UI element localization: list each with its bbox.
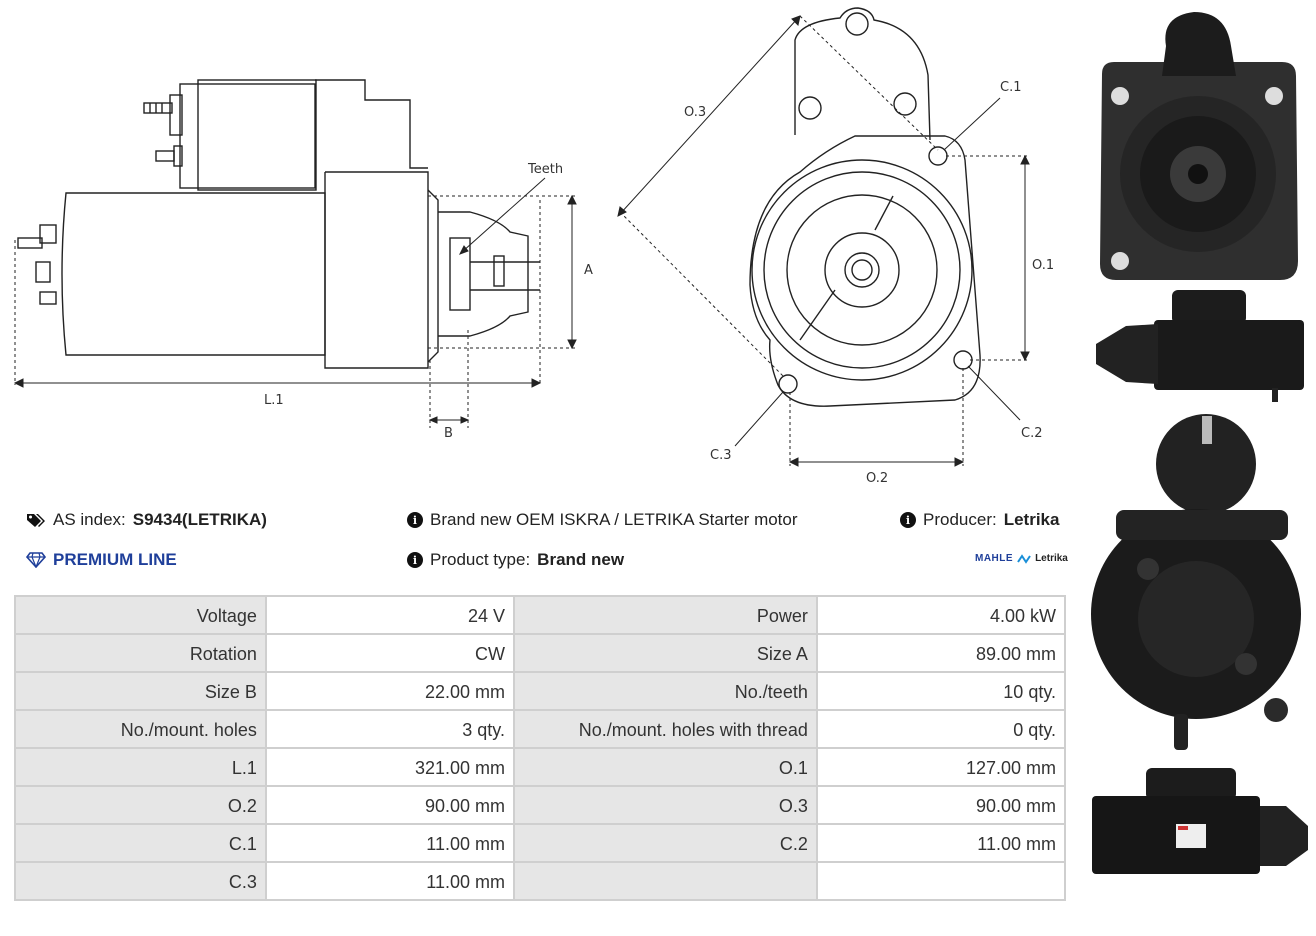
dim-l1-label: L.1 — [264, 393, 284, 408]
as-index-value: S9434(LETRIKA) — [132, 510, 267, 529]
product-photo-rear — [1091, 414, 1301, 750]
spec-key: Power — [514, 597, 816, 633]
front-view-drawing: O.3 C.1 O.1 C.2 C.3 O.2 — [617, 7, 1054, 486]
spec-value — [817, 863, 1064, 899]
dim-a-label: A — [584, 263, 593, 278]
product-type-label: Product type: — [430, 550, 531, 569]
info-circle-icon: i — [900, 512, 916, 528]
spec-value: CW — [266, 635, 513, 671]
spec-key: L.1 — [16, 749, 265, 785]
dim-o1-label: O.1 — [1032, 258, 1054, 273]
product-photo-front — [1100, 12, 1298, 280]
spec-value: 127.00 mm — [817, 749, 1064, 785]
dim-o3-label: O.3 — [684, 105, 706, 120]
spec-key: O.1 — [514, 749, 816, 785]
spec-value: 11.00 mm — [266, 825, 513, 861]
premium-line-badge: PREMIUM LINE — [26, 550, 177, 570]
spec-key: O.2 — [16, 787, 265, 823]
product-photo-side-2 — [1092, 768, 1308, 874]
product-photo-side — [1096, 290, 1304, 402]
tags-icon — [27, 514, 45, 527]
spec-value: 10 qty. — [817, 673, 1064, 709]
spec-value: 89.00 mm — [817, 635, 1064, 671]
spec-value: 11.00 mm — [817, 825, 1064, 861]
diamond-icon — [26, 552, 46, 568]
producer-label: Producer: — [923, 510, 997, 529]
spec-key: No./teeth — [514, 673, 816, 709]
spec-value: 11.00 mm — [266, 863, 513, 899]
product-type-value: Brand new — [537, 550, 625, 569]
dim-c3-label: C.3 — [710, 448, 731, 463]
brand-logo-mahle: MAHLE — [975, 553, 1014, 564]
spec-key: C.3 — [16, 863, 265, 899]
brand-logo: MAHLE Letrika — [975, 553, 1068, 564]
info-circle-icon: i — [407, 512, 423, 528]
spec-value: 321.00 mm — [266, 749, 513, 785]
spec-value: 22.00 mm — [266, 673, 513, 709]
dim-o2-label: O.2 — [866, 471, 888, 486]
as-index-label: AS index: — [53, 510, 126, 529]
spec-key: O.3 — [514, 787, 816, 823]
description: i Brand new OEM ISKRA / LETRIKA Starter … — [407, 510, 798, 530]
wave-icon — [1017, 553, 1031, 564]
producer: i Producer: Letrika — [900, 510, 1059, 530]
spec-key — [514, 863, 816, 899]
spec-value: 90.00 mm — [266, 787, 513, 823]
product-type: i Product type: Brand new — [407, 550, 624, 570]
dim-c2-label: C.2 — [1021, 426, 1042, 441]
brand-logo-letrika: Letrika — [1035, 553, 1068, 564]
spec-key: C.1 — [16, 825, 265, 861]
premium-line-text: PREMIUM LINE — [53, 550, 177, 569]
spec-key: Rotation — [16, 635, 265, 671]
spec-value: 4.00 kW — [817, 597, 1064, 633]
spec-key: No./mount. holes with thread — [514, 711, 816, 747]
as-index: AS index: S9434(LETRIKA) — [26, 510, 267, 530]
spec-key: No./mount. holes — [16, 711, 265, 747]
spec-value: 3 qty. — [266, 711, 513, 747]
spec-key: Voltage — [16, 597, 265, 633]
description-text: Brand new OEM ISKRA / LETRIKA Starter mo… — [430, 510, 798, 529]
dim-c1-label: C.1 — [1000, 80, 1021, 95]
dim-b-label: B — [444, 426, 453, 441]
spec-value: 90.00 mm — [817, 787, 1064, 823]
teeth-label: Teeth — [527, 162, 563, 177]
producer-value: Letrika — [1003, 510, 1060, 529]
spec-key: Size B — [16, 673, 265, 709]
side-view-drawing: Teeth A L.1 B — [13, 79, 593, 441]
spec-value: 24 V — [266, 597, 513, 633]
info-circle-icon: i — [407, 552, 423, 568]
spec-value: 0 qty. — [817, 711, 1064, 747]
spec-key: Size A — [514, 635, 816, 671]
spec-key: C.2 — [514, 825, 816, 861]
